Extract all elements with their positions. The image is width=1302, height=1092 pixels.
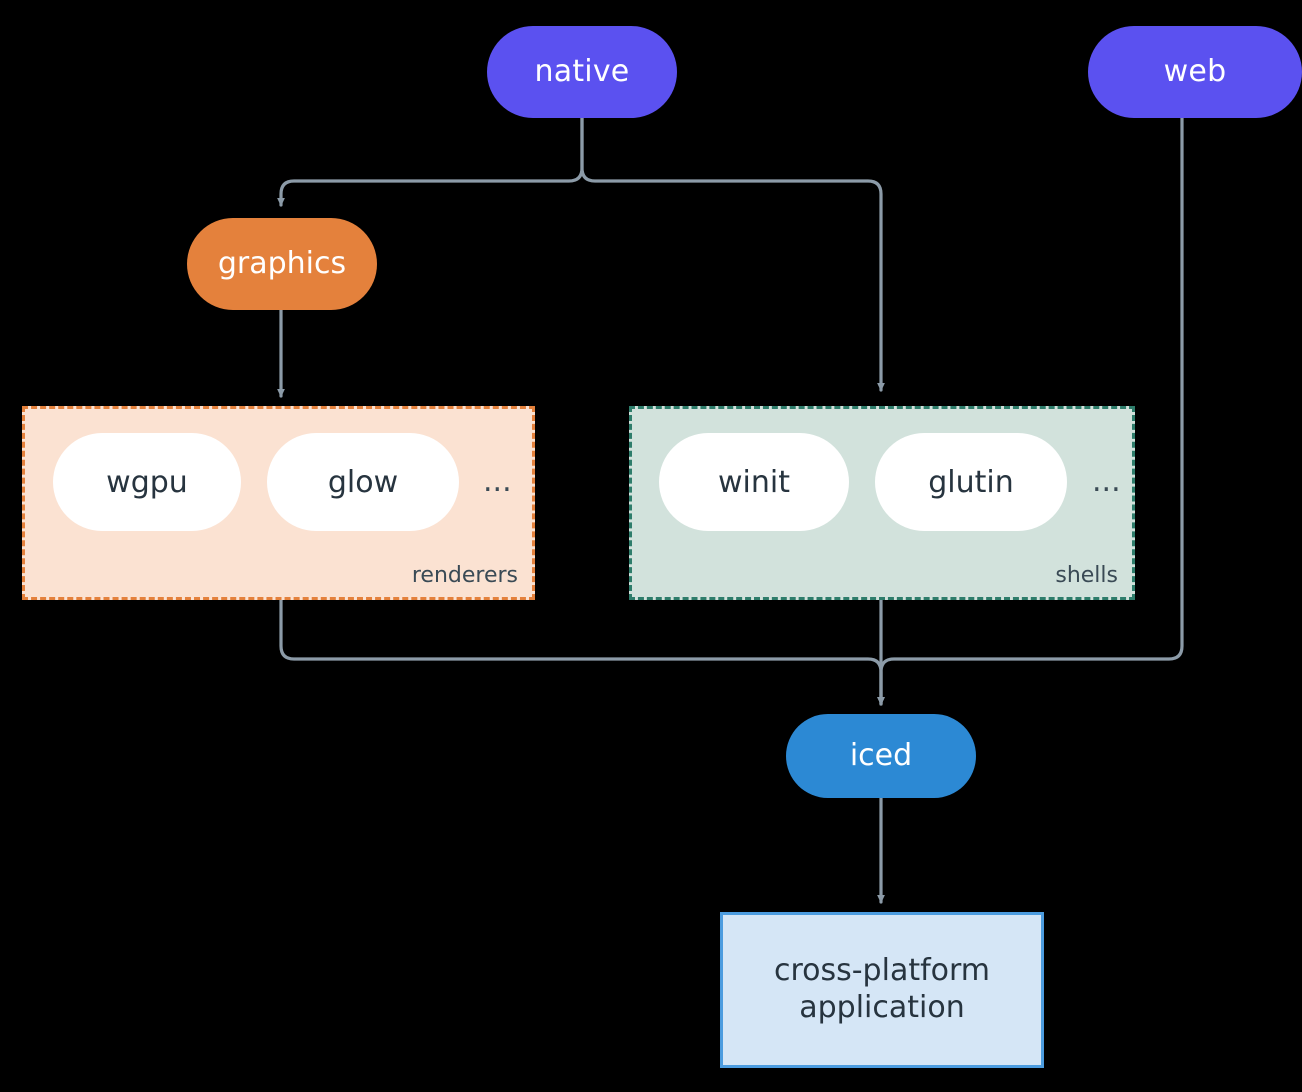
cluster-shells-overflow-ellipsis: ...: [1092, 464, 1121, 499]
edge-renderers-iced: [279, 598, 885, 706]
node-cross-platform-application[interactable]: cross-platform application: [720, 912, 1044, 1068]
cluster-renderers-overflow-ellipsis: ...: [483, 464, 512, 499]
node-web-label: web: [1163, 53, 1227, 89]
cluster-item-glow-label: glow: [327, 464, 399, 500]
node-web[interactable]: web: [1088, 26, 1302, 118]
node-iced[interactable]: iced: [786, 714, 976, 798]
cluster-item-glutin-label: glutin: [928, 464, 1014, 500]
cluster-renderers-label: renderers: [411, 563, 518, 588]
cluster-item-glow[interactable]: glow: [267, 433, 459, 531]
cluster-item-glutin[interactable]: glutin: [875, 433, 1067, 531]
node-application-label-line2: application: [799, 990, 965, 1025]
cluster-item-winit-label: winit: [718, 464, 790, 500]
cluster-item-wgpu[interactable]: wgpu: [53, 433, 241, 531]
edge-native-shells: [580, 116, 885, 392]
cluster-shells-label: shells: [1055, 563, 1118, 588]
node-graphics-label: graphics: [217, 245, 347, 281]
node-native-label: native: [534, 53, 630, 89]
edge-native-split: [277, 116, 584, 207]
cluster-shells: winit glutin ... shells: [629, 406, 1135, 600]
cluster-item-winit[interactable]: winit: [659, 433, 849, 531]
cluster-item-wgpu-label: wgpu: [106, 464, 188, 500]
node-native[interactable]: native: [487, 26, 677, 118]
node-graphics[interactable]: graphics: [187, 218, 377, 310]
cluster-renderers: wgpu glow ... renderers: [22, 406, 535, 600]
node-application-label-line1: cross-platform: [773, 953, 991, 989]
node-iced-label: iced: [849, 737, 913, 773]
